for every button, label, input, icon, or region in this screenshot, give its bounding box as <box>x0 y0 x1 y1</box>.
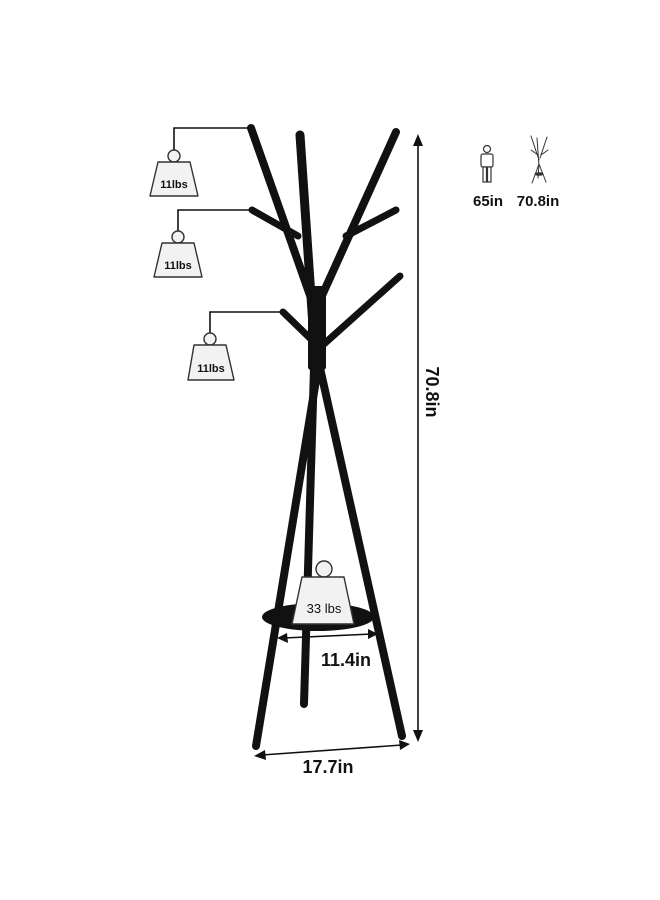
rack-leg-right <box>316 364 406 740</box>
shelf-arrow-right <box>368 629 378 639</box>
weight-middle: 11lbs <box>153 209 250 278</box>
weight-shelf: 33 lbs <box>291 560 355 625</box>
person-leg-right <box>486 166 492 183</box>
mini-rack-icon <box>530 135 549 184</box>
weight-lower-ring <box>203 332 217 346</box>
weight-middle-cable <box>177 209 250 232</box>
mini-rack-hook-left <box>530 149 539 156</box>
rack-leg-center <box>300 364 318 708</box>
base-width-arrow-right <box>399 740 410 750</box>
weight-top-body <box>149 161 199 197</box>
height-dimension <box>413 134 423 742</box>
rack-hook-mid-left <box>248 206 302 240</box>
person-icon <box>480 144 494 183</box>
weight-shelf-body <box>291 576 355 625</box>
person-leg-left <box>482 166 488 183</box>
person-head <box>482 144 492 154</box>
base-width-arrow-left <box>254 750 266 760</box>
shelf-dimension-line <box>283 633 373 639</box>
shelf-diameter-label: 11.4in <box>321 650 371 670</box>
weight-top-cable <box>173 127 250 154</box>
coat-rack <box>247 124 406 750</box>
height-arrow-top <box>413 134 423 146</box>
mini-rack-arm-left <box>530 135 540 161</box>
rack-leg-left <box>252 364 322 750</box>
rack-hook-mid-right <box>342 206 400 240</box>
rack-collar <box>308 286 326 370</box>
rack-hook-low-right <box>320 272 404 348</box>
mini-rack-pole <box>536 137 540 167</box>
base-width-line <box>261 744 403 756</box>
weight-middle-ring <box>171 230 185 244</box>
mini-rack-hook-right <box>540 149 549 156</box>
weight-shelf-ring <box>315 560 333 578</box>
weight-top-ring <box>167 149 181 163</box>
height-arrow-bottom <box>413 730 423 742</box>
weight-top-label: 11lbs <box>160 179 188 191</box>
person-torso <box>480 153 494 168</box>
height-label: 70.8in <box>422 366 442 417</box>
base-width-label: 17.7in <box>302 757 353 777</box>
weight-top: 11lbs <box>149 127 250 197</box>
base-width-dimension <box>254 740 410 760</box>
rack-height-label: 70.8in <box>517 193 560 210</box>
shelf-arrow-left <box>277 633 288 643</box>
rack-arm-top-left <box>247 124 322 322</box>
person-height-label: 65in <box>473 193 503 210</box>
shelf-dimension <box>277 629 378 643</box>
weight-shelf-label: 33 lbs <box>307 601 342 616</box>
weight-middle-body <box>153 242 203 278</box>
rack-arm-top-right <box>316 128 400 304</box>
weight-lower: 11lbs <box>187 311 281 381</box>
weight-lower-cable <box>209 311 281 334</box>
mini-rack-shelf <box>534 172 544 176</box>
weight-lower-label: 11lbs <box>197 363 225 375</box>
weight-middle-label: 11lbs <box>164 260 192 272</box>
weight-lower-body <box>187 344 235 381</box>
